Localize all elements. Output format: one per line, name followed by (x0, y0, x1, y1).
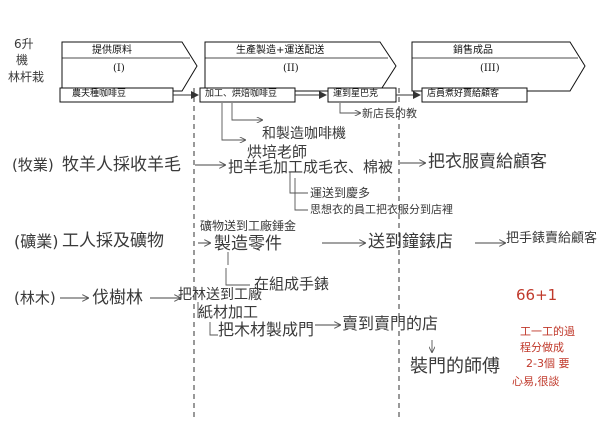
side-note-line-3: 林杆栽 (8, 70, 45, 84)
forestry-branch (197, 302, 218, 336)
mining-branch (225, 252, 250, 286)
stage-1-roman: (I) (113, 63, 125, 74)
chain-box-1-text: 農夫種咖啡豆 (72, 89, 127, 99)
chain-box-2-text: 加工、烘焙咖啡豆 (205, 89, 278, 99)
forestry-step-3: 把木材製成門 (218, 320, 315, 339)
forestry-label: (林木) (14, 289, 56, 307)
mining-note-send: 礦物送到工廠錘金 (200, 219, 297, 233)
forestry-note-send: 把林送到工廠 (178, 287, 262, 303)
herding-note-1: 運送到慶多 (310, 186, 371, 200)
branch-line-shop (339, 103, 360, 113)
stage-1-title: 提供原料 (92, 45, 132, 56)
stage-2-title: 生產製造+運送配送 (236, 45, 325, 56)
forestry-step-2: 紙材加工 (198, 303, 259, 321)
branch-line-barista (221, 103, 245, 140)
herding-step-3: 把衣服賣給顧客 (428, 152, 547, 172)
mining-label: (礦業) (14, 232, 59, 251)
chain-box-4 (421, 87, 528, 103)
stage-1-chevron (61, 41, 198, 92)
mining-note-assemble: 在組成手錶 (254, 275, 330, 293)
mining-step-4: 把手錶賣給顧客 (506, 231, 598, 246)
mining-step-3: 送到鐘錶店 (368, 232, 453, 252)
herding-step-2: 把羊毛加工成毛衣、棉被 (228, 158, 394, 176)
red-note-line-5: 心易,很談 (512, 375, 560, 388)
mining-step-2: 製造零件 (214, 234, 282, 254)
forestry-step-1: 伐樹林 (92, 288, 143, 308)
stage-3-title: 銷售成品 (453, 45, 493, 56)
note-shop: 新店長的教 (362, 107, 417, 120)
mining-step-1: 工人採及礦物 (62, 231, 164, 251)
chain-box-4-text: 店員煮好賣給顧客 (427, 89, 500, 99)
stage-3-roman: (III) (480, 63, 500, 74)
red-note-line-1: 66+1 (516, 286, 558, 304)
herding-label: (牧業) (12, 156, 54, 174)
forestry-step-4: 賣到賣門的店 (342, 314, 439, 333)
branch-line-roaster (231, 103, 262, 120)
herding-branch (289, 172, 308, 211)
red-note-line-2: 工一工的過 (520, 325, 575, 338)
herding-step-1: 牧羊人採收羊毛 (62, 155, 181, 175)
side-note-line-2: 機 (16, 53, 29, 67)
stage-2-roman: (II) (283, 63, 299, 74)
note-roaster: 和製造咖啡機 (262, 126, 346, 142)
side-note-line-1: 6升 (14, 37, 34, 51)
herding-note-2: 思想衣的員工把衣服分到店裡 (310, 203, 453, 216)
red-note-line-3: 程分做成 (520, 341, 564, 354)
note-barista: 烘培老師 (247, 143, 308, 161)
forestry-step-5: 裝門的師傅 (410, 356, 500, 377)
chain-box-3-text: 運到星巴克 (333, 89, 379, 99)
stage-2-chevron (204, 41, 397, 92)
stage-3-chevron (411, 41, 586, 92)
red-note-line-4: 2-3個 要 (526, 357, 570, 370)
